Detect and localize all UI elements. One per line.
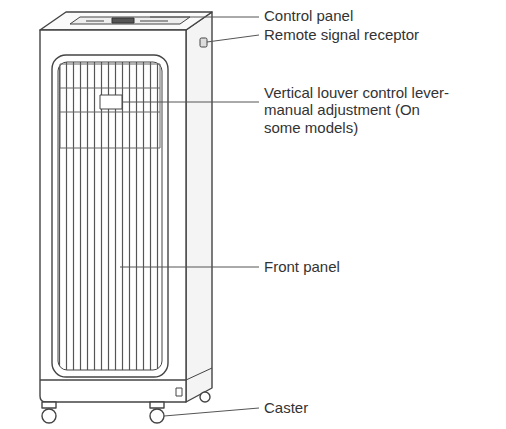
leader-lines: [120, 17, 259, 416]
louver-lever: [60, 64, 160, 148]
part-label: Caster: [264, 399, 308, 416]
control-panel: [70, 17, 190, 24]
top-face: [40, 12, 212, 30]
part-label: Remote signal receptor: [264, 26, 419, 43]
drain: [176, 388, 182, 396]
side-face: [186, 12, 212, 402]
front-panel-frame: [52, 55, 168, 377]
grille-slats: [58, 62, 162, 370]
remote-receptor: [200, 38, 207, 47]
base-line: [40, 379, 186, 380]
front-face: [40, 30, 186, 402]
caster-wheels: [42, 392, 210, 423]
part-label: Control panel: [264, 7, 353, 24]
part-label: Front panel: [264, 258, 340, 275]
part-label: Vertical louver control lever-manual adj…: [264, 84, 452, 136]
